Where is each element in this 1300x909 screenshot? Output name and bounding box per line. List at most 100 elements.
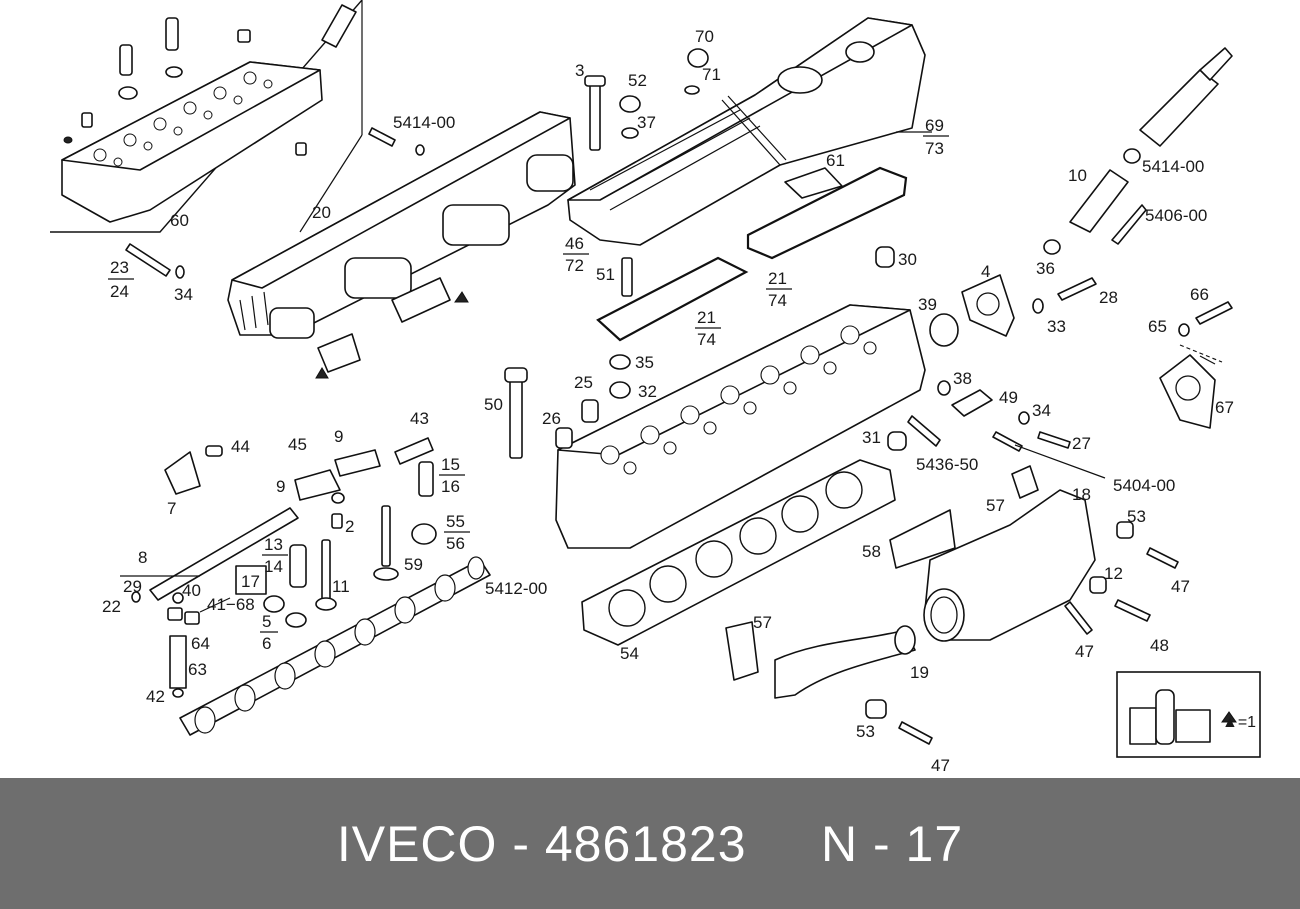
callout-27: 27 [1072,434,1091,453]
callout-5406-00: 5406-00 [1145,206,1207,225]
camshaft [179,556,491,736]
callout-5412-00: 5412-00 [485,579,547,598]
kit-inset [1116,671,1261,758]
callout-72: 72 [565,256,584,275]
callout-30: 30 [898,250,917,269]
callout-16: 16 [441,477,460,496]
callout-74-a: 74 [768,291,787,310]
callout-11: 11 [332,577,350,596]
callout-8: 8 [138,548,147,567]
callout-58: 58 [862,542,881,561]
valve-train [120,437,437,698]
callout-23: 23 [110,258,129,277]
manifold-gaskets [315,277,469,379]
callout-69: 69 [925,116,944,135]
bolts-lower-right [865,380,1179,745]
callout-43: 43 [410,409,429,428]
callout-71: 71 [702,65,721,84]
callout-66: 66 [1190,285,1209,304]
callout-64: 64 [191,634,210,653]
highlight-box [235,565,267,595]
callout-29: 29 [123,577,142,596]
callout-9-b: 9 [276,477,285,496]
cover-bolts [584,48,709,297]
callout-4: 4 [981,262,990,281]
callout-56: 56 [446,534,465,553]
callout-12: 12 [1104,564,1123,583]
callout-2: 2 [345,517,354,536]
callout-46: 46 [565,234,584,253]
valve-cover [567,17,926,246]
footer-bar: IVECO - 4861823 N - 17 [0,778,1300,909]
callout-38: 38 [953,369,972,388]
callout-14: 14 [264,557,283,576]
flanges-right [875,246,1233,429]
callout-60: 60 [170,211,189,230]
callout-9-a: 9 [334,427,343,446]
callout-22: 22 [102,597,121,616]
callout-5: 5 [262,612,271,631]
callout-51: 51 [596,265,615,284]
callout-32: 32 [638,382,657,401]
callout-20: 20 [312,203,331,222]
callout-41-68: 41−68 [207,595,255,614]
callout-59: 59 [404,555,423,574]
callout-13: 13 [264,535,283,554]
callout-55: 55 [446,512,465,531]
callout-5414-00-b: 5414-00 [1142,157,1204,176]
callout-52: 52 [628,71,647,90]
main-cylinder-head [504,304,926,549]
callout-7: 7 [167,499,176,518]
callout-3: 3 [575,61,584,80]
callout-10: 10 [1068,166,1087,185]
callout-21-a: 21 [768,269,787,288]
callout-17: 17 [241,572,260,591]
callout-47-c: 47 [931,756,950,775]
callout-6: 6 [262,634,271,653]
diagram-canvas: 60 5414-00 20 23 24 34 3 52 37 70 71 69 … [50,0,1261,775]
callout-18: 18 [1072,485,1091,504]
callout-47-a: 47 [1171,577,1190,596]
callout-25: 25 [574,373,593,392]
callout-47-b: 47 [1075,642,1094,661]
leader-lines [199,131,1216,613]
callout-49: 49 [999,388,1018,407]
exhaust-manifold [227,111,576,339]
callout-63: 63 [188,660,207,679]
exploded-parts-diagram: 60 5414-00 20 23 24 34 3 52 37 70 71 69 … [50,0,1261,775]
callout-74-b: 74 [697,330,716,349]
cover-gaskets [596,166,908,342]
exhaust-elbows [725,465,1096,699]
callout-48: 48 [1150,636,1169,655]
callout-33: 33 [1047,317,1066,336]
part-number-title: IVECO - 4861823 N - 17 [336,815,964,872]
callout-24: 24 [110,282,129,301]
callout-31: 31 [862,428,881,447]
callout-15: 15 [441,455,460,474]
callout-50: 50 [484,395,503,414]
callout-39: 39 [918,295,937,314]
callout-labels: 60 5414-00 20 23 24 34 3 52 37 70 71 69 … [102,27,1256,775]
studs-top-left [125,127,425,279]
callout-5436-50: 5436-50 [916,455,978,474]
callout-61: 61 [826,151,845,170]
callout-67: 67 [1215,398,1234,417]
callout-5414-00-a: 5414-00 [393,113,455,132]
callout-28: 28 [1099,288,1118,307]
callout-65: 65 [1148,317,1167,336]
head-gasket [581,459,896,646]
callout-26: 26 [542,409,561,428]
callout-34-a: 34 [174,285,193,304]
callout-34-b: 34 [1032,401,1051,420]
callout-21-b: 21 [697,308,716,327]
callout-36: 36 [1036,259,1055,278]
callout-44: 44 [231,437,250,456]
callout-53-b: 53 [856,722,875,741]
callout-73: 73 [925,139,944,158]
callout-53-a: 53 [1127,507,1146,526]
inset-cylinder-head [61,4,357,223]
callout-57-b: 57 [753,613,772,632]
callout-19: 19 [910,663,929,682]
callout-42: 42 [146,687,165,706]
